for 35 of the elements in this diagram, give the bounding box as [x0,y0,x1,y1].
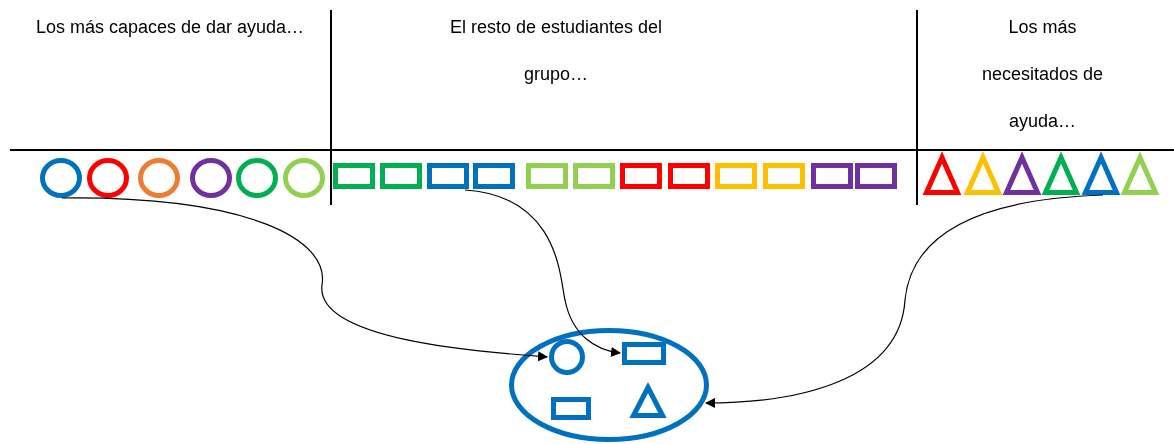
rectangle-outline [333,163,375,189]
rectangle-outline [427,163,469,189]
rectangle-outline [715,163,757,189]
rectangle-outline [573,163,615,189]
oval-outline [509,328,709,442]
circle-outline [190,158,232,198]
triangle-outline [1042,153,1080,195]
circle-outline [549,339,585,375]
circle-outline [87,158,129,198]
circle-outline [236,158,278,198]
triangle-outline [630,383,666,418]
triangle-outline [1003,153,1041,195]
arrow [705,194,1104,408]
circle-outline [283,158,325,198]
triangle-outline [923,153,961,195]
rectangle-outline [855,163,897,189]
rectangle-outline [551,397,591,420]
arrow [464,189,621,357]
circle-outline [138,158,180,198]
triangle-outline [1121,153,1159,195]
rectangle-outline [473,163,515,189]
rectangle-outline [526,163,568,189]
rectangle-outline [380,163,422,189]
column-heading: Los más necesitados de ayuda… [980,16,1105,133]
triangle-outline [964,153,1002,195]
rectangle-outline [763,163,805,189]
rectangle-outline [668,163,710,189]
arrow [61,197,548,362]
column-heading: Los más capaces de dar ayuda… [34,16,306,39]
triangle-outline [1082,153,1120,195]
column-heading: El resto de estudiantes del grupo… [448,16,664,86]
rectangle-outline [811,163,853,189]
rectangle-outline [622,342,666,365]
circle-outline [40,158,82,198]
rectangle-outline [620,163,662,189]
